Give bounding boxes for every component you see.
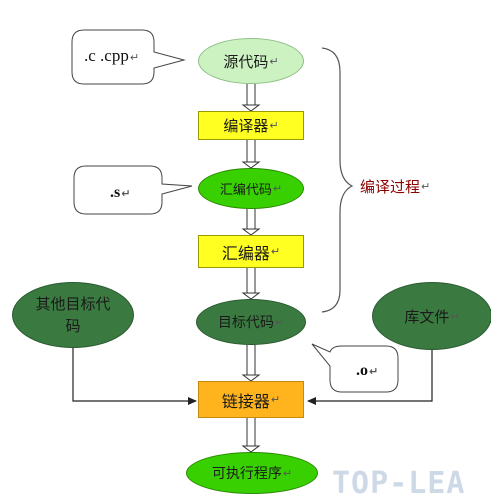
callout-s-bubble [73, 165, 193, 215]
arrow-linker-to-executable [241, 418, 261, 453]
arrow-assembler-to-object [241, 268, 261, 300]
library-node: 库文件↵ [372, 282, 491, 350]
assembler-node: 汇编器↵ [198, 235, 304, 268]
main-flow-arrows [241, 84, 261, 453]
arrow-object-to-linker [241, 345, 261, 382]
compile-process-brace [321, 47, 354, 313]
callout-cpp-bubble [71, 29, 186, 85]
side-input-lines [72, 345, 433, 405]
object-code-node: 目标代码↵ [196, 299, 306, 345]
line-other-objects-to-linker [72, 345, 197, 405]
linker-node: 链接器↵ [198, 381, 304, 418]
arrow-source-to-compiler [241, 84, 261, 112]
other-objects-node: 其他目标代码 [12, 282, 134, 348]
arrow-compiler-to-assembly [241, 140, 261, 169]
callout-s: .s↵ [110, 184, 131, 201]
executable-node: 可执行程序↵ [186, 452, 318, 494]
watermark-logo: TOP-LEA [332, 466, 466, 501]
callout-o: .o↵ [356, 362, 379, 379]
assembly-code-node: 汇编代码↵ [198, 168, 304, 209]
line-library-to-linker [307, 350, 433, 405]
callout-o-bubble [311, 343, 399, 393]
compile-process-label: 编译过程↵ [360, 177, 431, 196]
arrow-assembly-to-assembler [241, 209, 261, 236]
callout-shapes [71, 29, 399, 393]
compiler-node: 编译器↵ [198, 111, 304, 140]
source-code-node: 源代码↵ [198, 38, 304, 84]
callout-cpp: .c .cpp↵ [84, 46, 140, 65]
